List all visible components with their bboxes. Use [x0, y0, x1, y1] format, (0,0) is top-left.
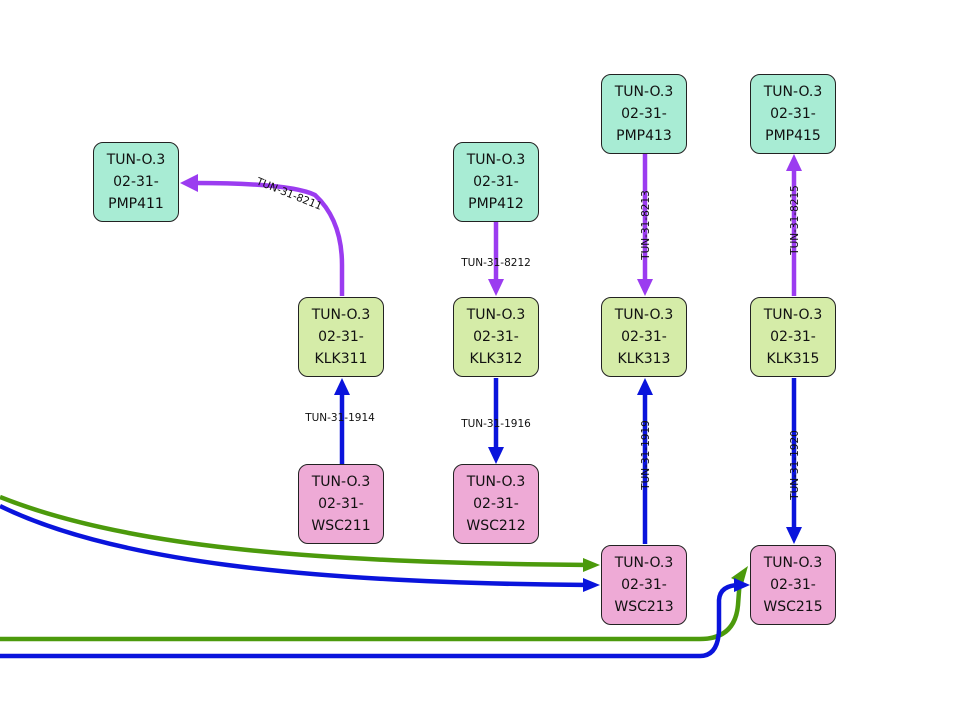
- arrowhead-1919: [637, 378, 653, 395]
- edge-label-1914: TUN-31-1914: [304, 412, 375, 424]
- node-line: 02-31-: [621, 577, 667, 593]
- arrowhead-1916: [488, 447, 504, 464]
- node-line: TUN-O.3: [466, 152, 526, 168]
- node-line: 02-31-: [473, 174, 519, 190]
- node-line: TUN-O.3: [106, 152, 166, 168]
- arrowhead-blue-wsc215: [734, 578, 750, 592]
- node-line: TUN-O.3: [614, 84, 674, 100]
- edge-label-1920: TUN-31-1920: [789, 430, 801, 501]
- node-line: WSC215: [763, 599, 823, 615]
- node-line: 02-31-: [318, 496, 364, 512]
- node-line: TUN-O.3: [311, 307, 371, 323]
- node-wsc213[interactable]: TUN-O.3 02-31- WSC213: [601, 545, 687, 625]
- node-line: TUN-O.3: [763, 555, 823, 571]
- node-line: TUN-O.3: [614, 555, 674, 571]
- node-line: TUN-O.3: [763, 307, 823, 323]
- edge-label-8215: TUN-31-8215: [789, 185, 801, 256]
- node-line: 02-31-: [473, 496, 519, 512]
- node-line: 02-31-: [770, 577, 816, 593]
- node-line: TUN-O.3: [311, 474, 371, 490]
- node-line: WSC211: [311, 518, 371, 534]
- connector-8211[interactable]: [194, 180, 345, 296]
- incoming-connector-blue-to-wsc215[interactable]: [0, 582, 741, 659]
- node-wsc215[interactable]: TUN-O.3 02-31- WSC215: [750, 545, 836, 625]
- incoming-connector-green-to-wsc213[interactable]: [0, 494, 591, 568]
- arrowhead-8211: [180, 174, 198, 192]
- incoming-connector-green-to-wsc215[interactable]: [0, 577, 743, 642]
- node-line: 02-31-: [770, 106, 816, 122]
- node-line: TUN-O.3: [763, 84, 823, 100]
- node-line: 02-31-: [473, 329, 519, 345]
- node-line: KLK315: [766, 351, 820, 367]
- edge-label-1919: TUN-31-1919: [640, 420, 652, 491]
- node-line: WSC212: [466, 518, 526, 534]
- node-pmp415[interactable]: TUN-O.3 02-31- PMP415: [750, 74, 836, 154]
- node-line: 02-31-: [318, 329, 364, 345]
- node-pmp412[interactable]: TUN-O.3 02-31- PMP412: [453, 142, 539, 222]
- node-line: TUN-O.3: [466, 474, 526, 490]
- node-line: PMP413: [616, 128, 672, 144]
- arrowhead-blue-wsc213: [583, 578, 600, 592]
- arrowhead-8215: [786, 154, 802, 171]
- node-klk311[interactable]: TUN-O.3 02-31- KLK311: [298, 297, 384, 377]
- edge-label-8212: TUN-31-8212: [460, 257, 531, 269]
- node-pmp411[interactable]: TUN-O.3 02-31- PMP411: [93, 142, 179, 222]
- node-klk315[interactable]: TUN-O.3 02-31- KLK315: [750, 297, 836, 377]
- arrowhead-8212: [488, 279, 504, 296]
- node-pmp413[interactable]: TUN-O.3 02-31- PMP413: [601, 74, 687, 154]
- node-line: 02-31-: [770, 329, 816, 345]
- arrowhead-green-wsc213: [583, 558, 600, 572]
- edge-label-1916: TUN-31-1916: [460, 418, 531, 430]
- node-line: WSC213: [614, 599, 674, 615]
- incoming-connector-blue-to-wsc213[interactable]: [0, 503, 591, 588]
- node-line: KLK312: [469, 351, 523, 367]
- node-wsc211[interactable]: TUN-O.3 02-31- WSC211: [298, 464, 384, 544]
- node-line: PMP411: [108, 196, 164, 212]
- node-line: TUN-O.3: [614, 307, 674, 323]
- node-line: KLK311: [314, 351, 368, 367]
- node-line: KLK313: [617, 351, 671, 367]
- node-line: PMP415: [765, 128, 821, 144]
- node-klk313[interactable]: TUN-O.3 02-31- KLK313: [601, 297, 687, 377]
- node-line: 02-31-: [113, 174, 159, 190]
- node-line: 02-31-: [621, 329, 667, 345]
- node-line: TUN-O.3: [466, 307, 526, 323]
- node-line: PMP412: [468, 196, 524, 212]
- node-line: 02-31-: [621, 106, 667, 122]
- node-wsc212[interactable]: TUN-O.3 02-31- WSC212: [453, 464, 539, 544]
- arrowhead-1920: [786, 527, 802, 544]
- arrowhead-8213: [637, 279, 653, 296]
- edge-label-8213: TUN-31-8213: [640, 190, 652, 261]
- node-klk312[interactable]: TUN-O.3 02-31- KLK312: [453, 297, 539, 377]
- arrowhead-1914: [334, 378, 350, 395]
